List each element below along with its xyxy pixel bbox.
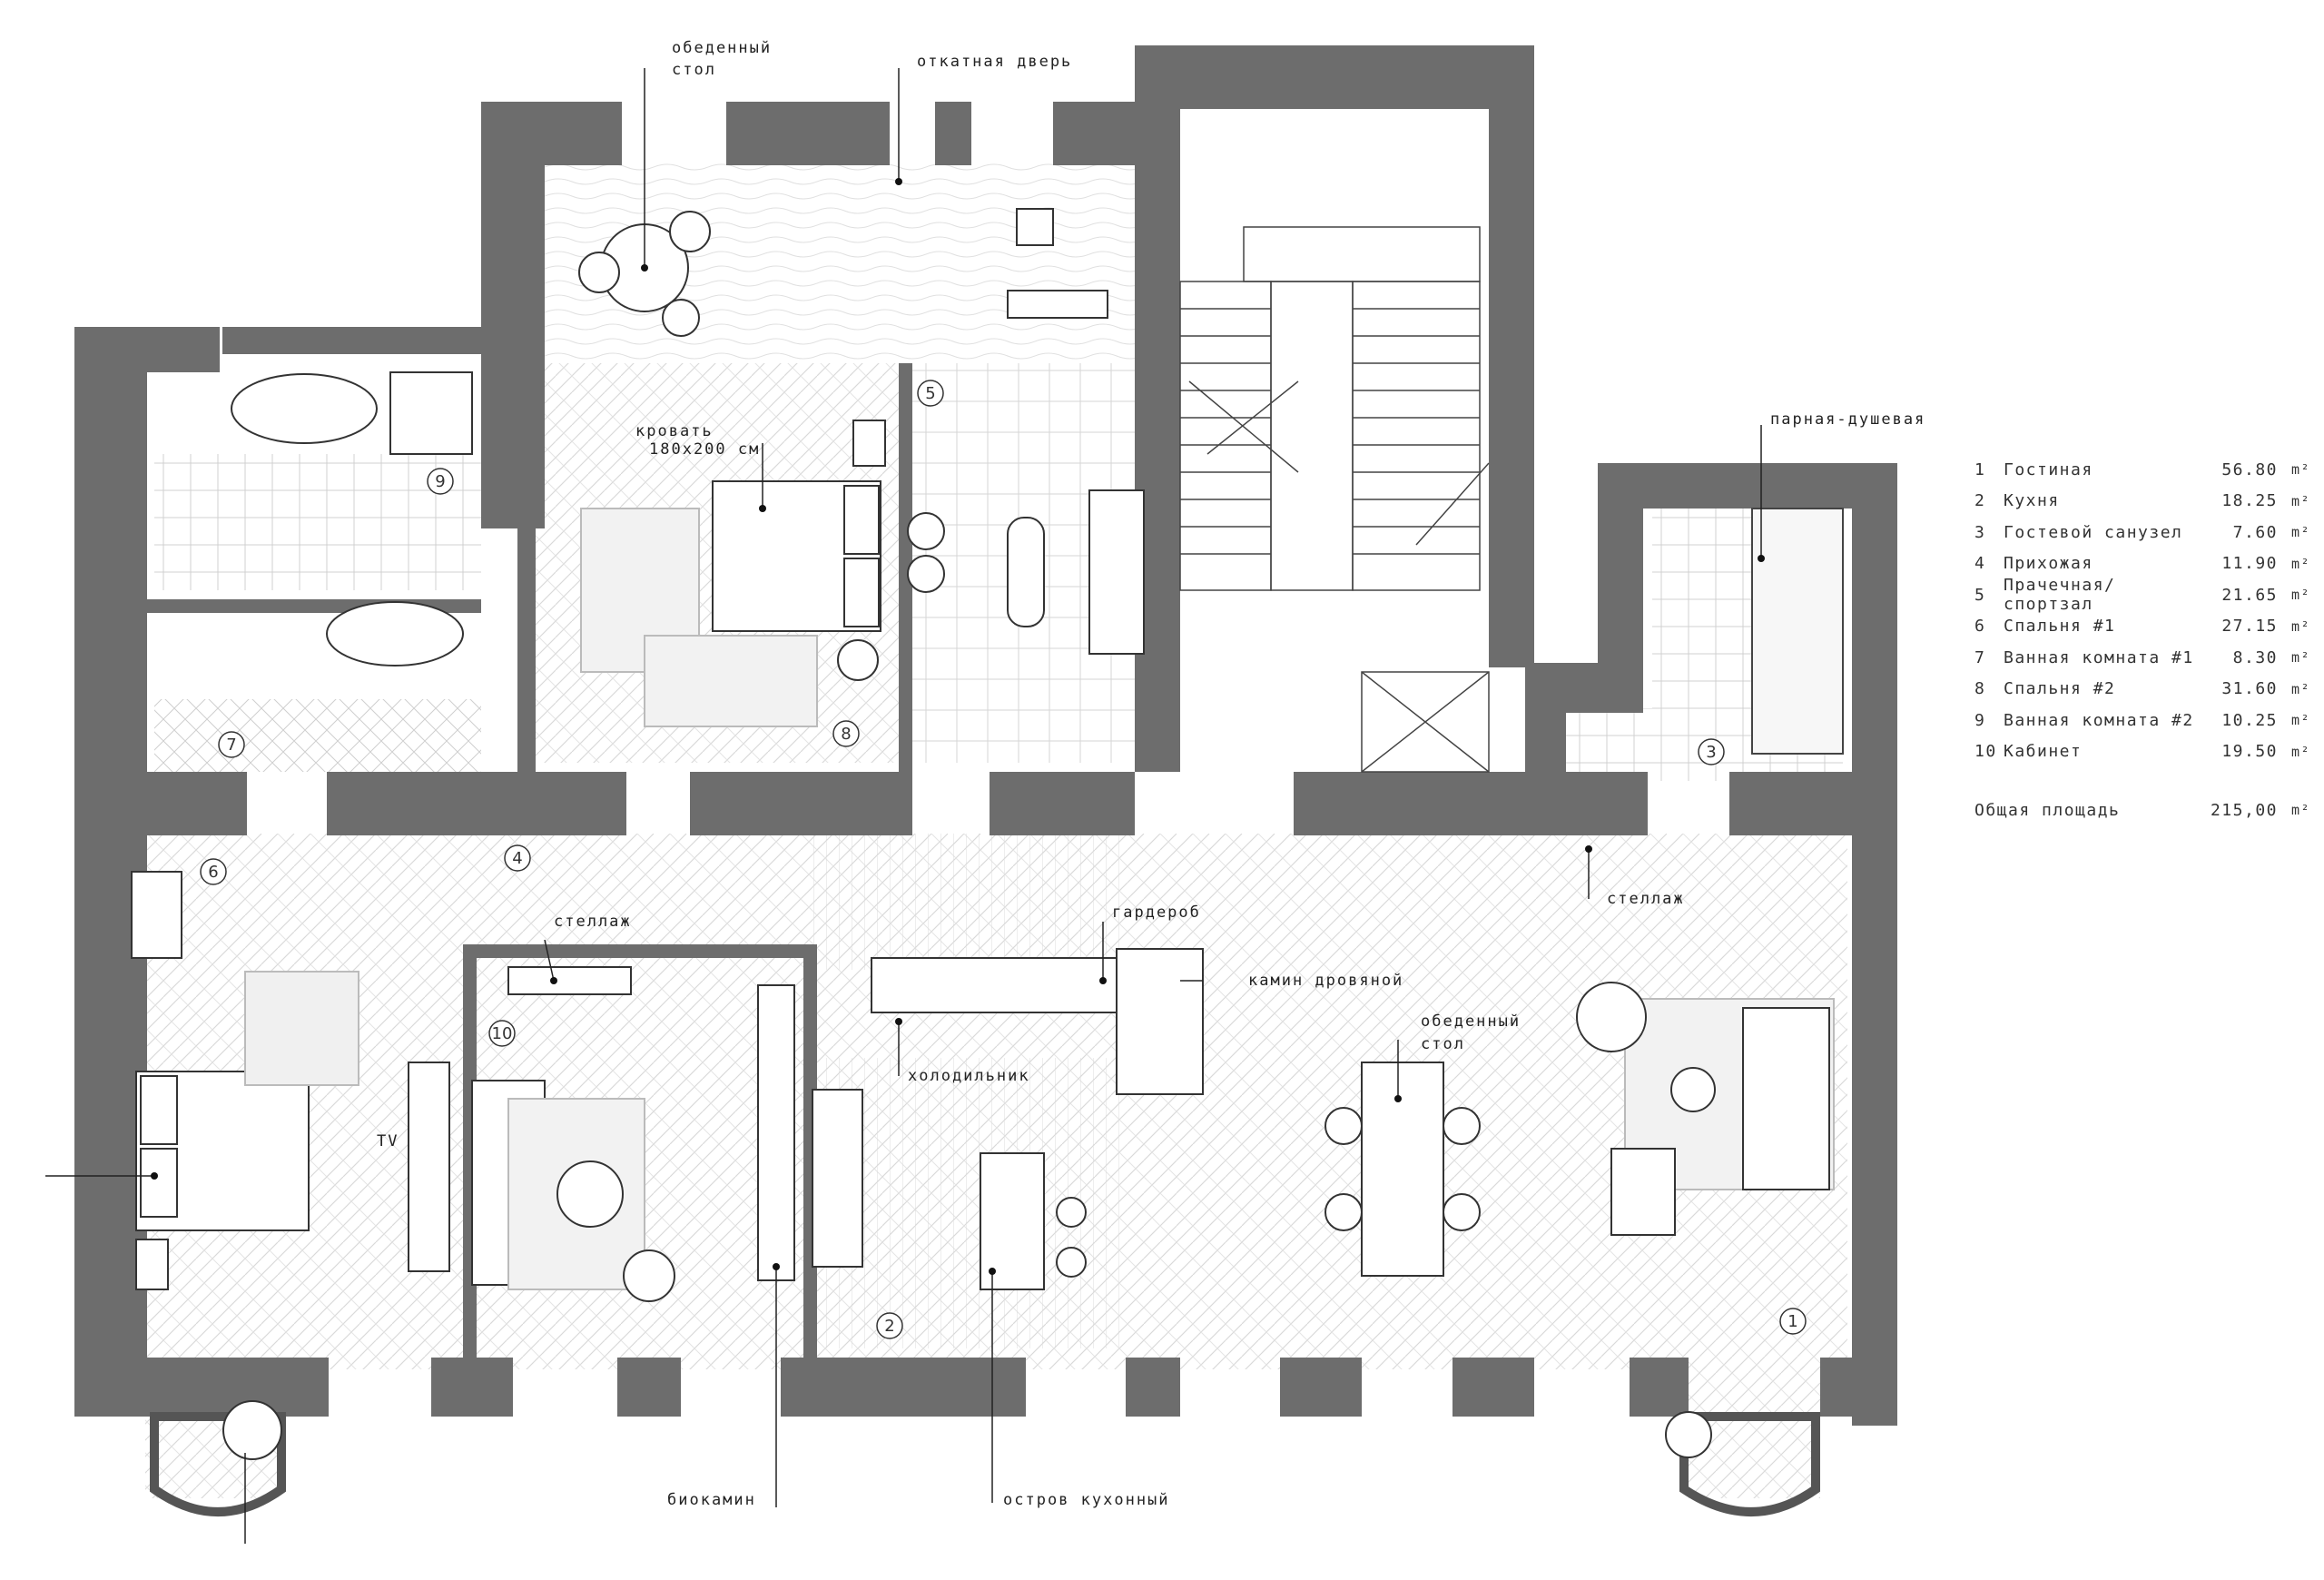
label-shelving-cabinet: стеллаж <box>554 913 632 931</box>
room-marker-7: 7 <box>218 731 245 758</box>
label-dining-table-top-2: стол <box>672 61 716 79</box>
label-dining-table-2: стол <box>1421 1035 1465 1053</box>
room-marker-1: 1 <box>1779 1308 1807 1335</box>
room-marker-6: 6 <box>200 858 227 885</box>
svg-text:1: 1 <box>1787 1312 1797 1331</box>
label-dining-table: обеденный <box>1421 1012 1521 1031</box>
furniture <box>131 208 1844 1460</box>
room-marker-8: 8 <box>832 720 860 747</box>
svg-text:8: 8 <box>841 725 851 744</box>
room-marker-4: 4 <box>504 844 531 872</box>
staircase <box>1179 226 1490 773</box>
label-bed-size: 180х200 см <box>649 440 760 459</box>
leader-dots <box>151 178 1765 1275</box>
label-dining-table-top: обеденный <box>672 39 772 57</box>
svg-text:7: 7 <box>226 736 236 755</box>
room-marker-9: 9 <box>427 468 454 495</box>
label-shelving-living: стеллаж <box>1607 890 1685 908</box>
walls <box>74 45 1897 1516</box>
label-bed: кровать <box>635 422 714 440</box>
label-sliding-door: откатная дверь <box>917 53 1072 71</box>
annotations: обеденный стол откатная дверь кровать 18… <box>377 39 1925 1509</box>
svg-text:10: 10 <box>492 1024 513 1043</box>
room-marker-10: 10 <box>488 1020 516 1047</box>
room-markers: 1 2 3 4 5 6 7 8 9 10 <box>200 380 1807 1339</box>
room-marker-3: 3 <box>1698 738 1725 765</box>
leader-lines <box>45 68 1762 1544</box>
label-wardrobe: гардероб <box>1112 904 1201 922</box>
svg-text:9: 9 <box>435 472 445 491</box>
label-biofireplace: биокамин <box>667 1491 756 1509</box>
label-kitchen-island: остров кухонный <box>1003 1491 1170 1509</box>
room-marker-5: 5 <box>917 380 944 407</box>
svg-text:2: 2 <box>884 1317 894 1336</box>
label-fireplace: камин дровяной <box>1248 972 1403 990</box>
label-steam-shower: парная-душевая <box>1770 410 1925 429</box>
room-marker-2: 2 <box>876 1312 903 1339</box>
label-tv: TV <box>377 1132 399 1150</box>
svg-text:4: 4 <box>512 849 522 868</box>
svg-text:3: 3 <box>1706 743 1716 762</box>
svg-text:5: 5 <box>925 384 935 403</box>
label-fridge: холодильник <box>908 1067 1030 1085</box>
svg-text:6: 6 <box>208 863 218 882</box>
